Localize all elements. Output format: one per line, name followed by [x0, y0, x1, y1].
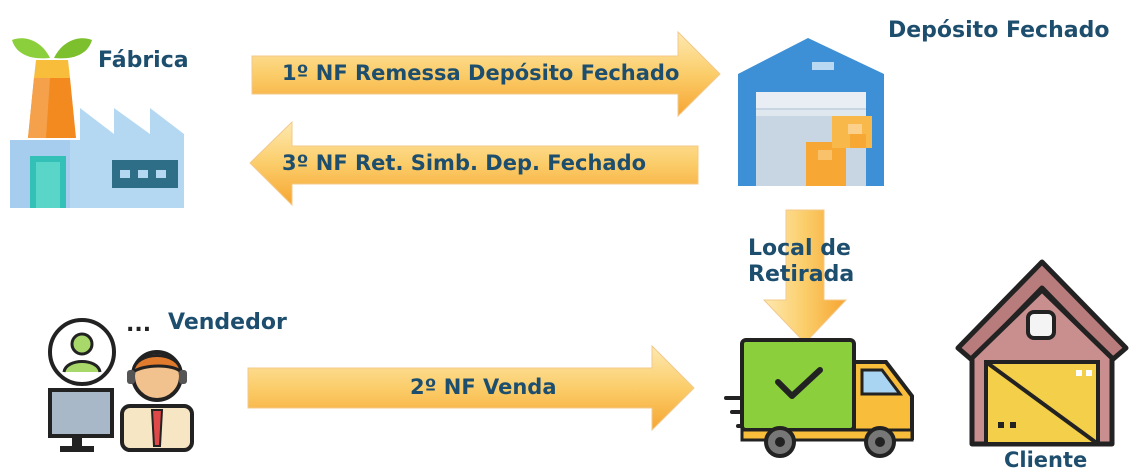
flow-label-remessa: 1º NF Remessa Depósito Fechado	[282, 61, 680, 85]
warehouse-icon	[738, 38, 884, 186]
node-label-vendedor: Vendedor	[168, 310, 287, 335]
node-label-retirada-line1: Local de	[748, 236, 851, 261]
flow-label-retorno: 3º NF Ret. Simb. Dep. Fechado	[282, 151, 647, 175]
flow-label-venda: 2º NF Venda	[410, 375, 557, 399]
node-label-cliente: Cliente	[1004, 448, 1088, 472]
delivery-truck-icon	[724, 338, 914, 458]
salesperson-icon	[48, 318, 194, 452]
node-label-deposito: Depósito Fechado	[888, 18, 1110, 43]
client-house-icon	[955, 259, 1129, 447]
node-label-fabrica: Fábrica	[98, 48, 189, 73]
factory-icon	[10, 38, 184, 208]
node-label-vendedor-dots: ...	[126, 312, 152, 337]
node-label-retirada-line2: Retirada	[748, 262, 855, 287]
